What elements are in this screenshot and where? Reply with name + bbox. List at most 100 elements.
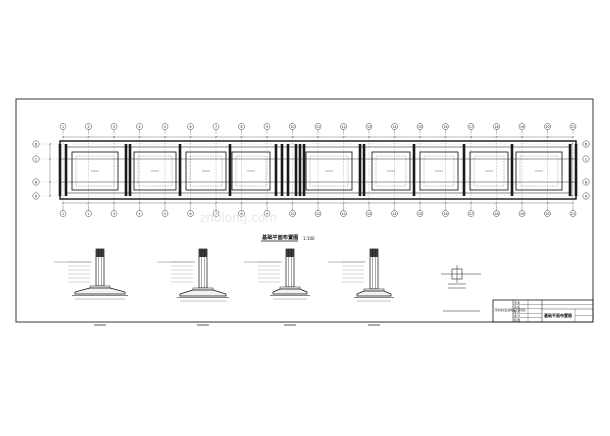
plan-room	[469, 151, 509, 191]
plan-wall-pier	[362, 144, 366, 196]
axis-label-bottom-18: 18	[494, 212, 498, 216]
axis-bubble-right-C	[582, 155, 590, 163]
title-block-row-label: 审 定	[514, 301, 520, 305]
axis-label-bottom-20: 20	[545, 212, 549, 216]
axis-bubble-right-B	[582, 178, 590, 186]
axis-label-top-21: 21	[571, 125, 575, 129]
plan-wall-pier	[574, 144, 578, 196]
axis-bubble-8	[238, 123, 245, 130]
axis-bubble-right-A	[582, 192, 590, 200]
plan-wall-pier	[412, 144, 416, 196]
axis-label-right-B: B	[585, 180, 588, 184]
plan-wall-pier	[64, 144, 68, 196]
axis-label-top-3: 3	[113, 125, 115, 129]
axis-label-top-16: 16	[443, 125, 447, 129]
footing-ring-beam	[96, 249, 104, 257]
plan-room	[231, 151, 271, 191]
plan-wall-pier	[294, 144, 298, 196]
plan-wall-pier	[128, 144, 132, 196]
plan-room	[305, 151, 353, 191]
plan-room	[71, 151, 119, 191]
plan-wall-pier	[274, 144, 278, 196]
plan-wall-pier	[124, 144, 128, 196]
axis-label-top-4: 4	[138, 125, 140, 129]
plan-rooms	[58, 144, 578, 196]
axis-bubble-18	[493, 123, 500, 130]
axis-label-bottom-7: 7	[215, 212, 217, 216]
axis-label-bottom-6: 6	[189, 212, 191, 216]
plan-scale: 1:100	[303, 236, 315, 241]
plan-wall-pier	[568, 144, 572, 196]
axis-label-top-18: 18	[494, 125, 498, 129]
axis-bubble-10	[289, 123, 296, 130]
title-block-drawing-name: 基础平面布置图	[543, 312, 572, 318]
axis-label-bottom-17: 17	[469, 212, 473, 216]
axis-bubble-17	[467, 123, 475, 130]
axis-bubble-1	[59, 123, 67, 130]
axis-label-bottom-13: 13	[367, 212, 371, 216]
plan-room	[419, 151, 459, 191]
title-block-row-label: 审 核	[514, 305, 520, 309]
footing-base	[74, 287, 126, 295]
plan-dimension-lines	[48, 135, 575, 205]
axis-bubble-13	[365, 123, 373, 130]
axis-label-top-9: 9	[266, 125, 268, 129]
axis-label-left-C: C	[35, 157, 38, 161]
axis-label-left-B: B	[35, 180, 38, 184]
axis-bubble-19	[518, 123, 526, 130]
axis-label-bottom-9: 9	[266, 212, 268, 216]
plan-room	[185, 151, 227, 191]
axis-label-bottom-2: 2	[87, 212, 89, 216]
axis-label-top-15: 15	[418, 125, 422, 129]
axis-bubble-right-D	[582, 140, 590, 148]
axis-label-top-17: 17	[469, 125, 473, 129]
axis-bubble-21	[569, 123, 577, 130]
footing-base	[272, 288, 308, 295]
plan-wall-pier	[58, 144, 62, 196]
axis-label-top-13: 13	[367, 125, 371, 129]
axis-label-bottom-5: 5	[164, 212, 166, 216]
sheet-border	[15, 98, 594, 323]
plan-wall-pier	[510, 144, 514, 196]
axis-label-right-A: A	[585, 194, 588, 198]
axis-bubble-left-B	[32, 178, 40, 186]
axis-label-left-D: D	[35, 142, 38, 146]
axis-label-bottom-11: 11	[316, 212, 320, 216]
axis-label-top-20: 20	[545, 125, 549, 129]
axis-bubble-9	[263, 123, 271, 130]
footing-section-4	[328, 248, 394, 326]
axis-label-bottom-1: 1	[62, 212, 64, 216]
axis-label-bottom-10: 10	[290, 212, 294, 216]
axis-bubble-left-D	[32, 140, 40, 148]
footing-ring-beam	[286, 249, 294, 257]
foundation-plan	[48, 135, 578, 205]
axis-label-bottom-19: 19	[520, 212, 524, 216]
column-detail	[441, 265, 481, 289]
plan-room	[515, 151, 563, 191]
footing-ring-beam	[199, 249, 207, 257]
axis-label-left-A: A	[35, 194, 38, 198]
plan-wall-pier	[358, 144, 362, 196]
footing-base	[179, 289, 227, 297]
footing-section-3	[244, 248, 310, 326]
axis-label-top-14: 14	[392, 125, 396, 129]
axis-bubble-left-A	[32, 192, 40, 200]
title-block-rows: 审 定审 核校 对设 计制 图	[514, 301, 520, 323]
axis-label-top-1: 1	[62, 125, 64, 129]
footing-ring-beam	[370, 249, 378, 257]
title-block-institute: 河南省某县建筑设计研究院	[495, 308, 527, 312]
axis-label-top-8: 8	[240, 125, 242, 129]
axis-bubble-3	[110, 123, 118, 130]
axis-bubble-16	[442, 123, 449, 130]
axis-label-bottom-14: 14	[392, 212, 396, 216]
footing-sections	[54, 248, 394, 326]
axis-label-bottom-4: 4	[138, 212, 140, 216]
axis-label-top-5: 5	[164, 125, 166, 129]
axis-bubble-6	[187, 123, 194, 130]
footing-section-1	[54, 248, 128, 326]
axis-label-bottom-3: 3	[113, 212, 115, 216]
plan-wall-pier	[462, 144, 466, 196]
axis-bubble-11	[314, 123, 322, 130]
axis-label-top-6: 6	[189, 125, 191, 129]
plan-room	[133, 151, 177, 191]
